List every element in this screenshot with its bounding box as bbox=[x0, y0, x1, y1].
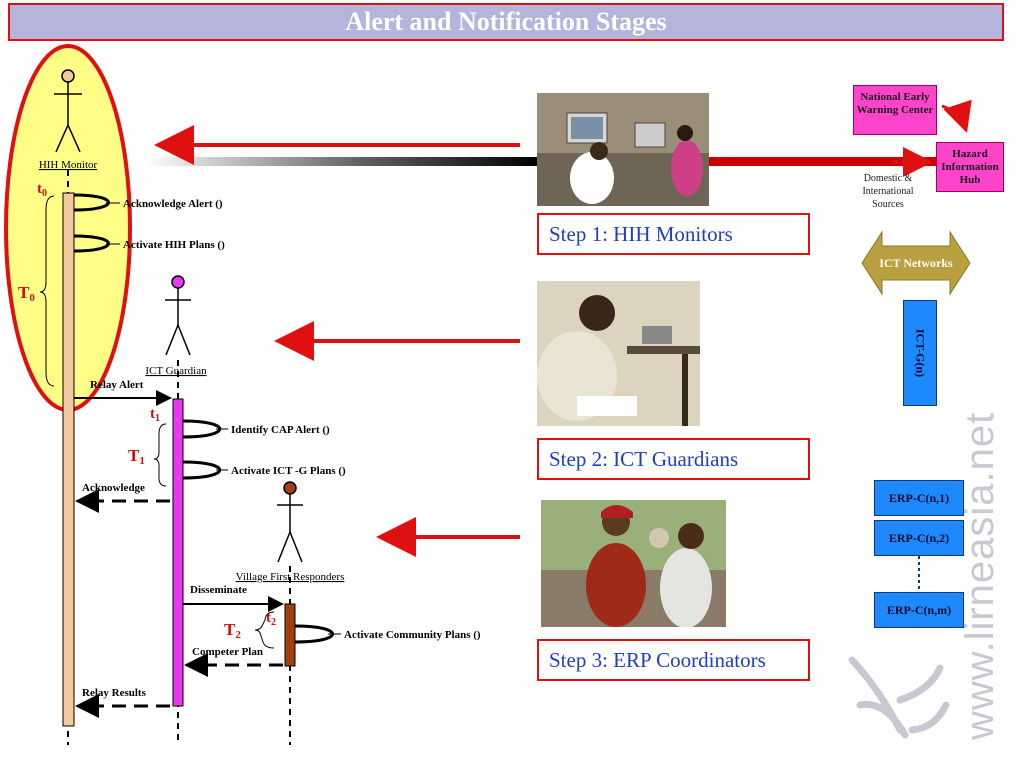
photo-ict-guardians bbox=[537, 281, 700, 426]
photo-ict-guardians-illustration bbox=[537, 281, 700, 426]
step3-box: Step 3: ERP Coordinators bbox=[537, 639, 810, 681]
brace-T0 bbox=[39, 195, 55, 387]
erp-label-2: ERP-C(n,2) bbox=[888, 531, 950, 545]
erp-box-m: ERP-C(n,m) bbox=[874, 592, 964, 628]
hazard-hub-label: Hazard Information Hub bbox=[941, 148, 999, 186]
self-loop-ictg bbox=[182, 460, 221, 480]
msg-relay-alert: Relay Alert bbox=[90, 379, 144, 391]
msg-activate-hih-plans: Activate HIH Plans () bbox=[123, 239, 225, 251]
national-early-warning-box: National Early Warning Center bbox=[853, 85, 937, 135]
self-loop-community bbox=[294, 624, 334, 644]
msg-acknowledge-alert: Acknowledge Alert () bbox=[123, 198, 223, 210]
connector-bar bbox=[145, 157, 540, 166]
step2-label: Step 2: ICT Guardians bbox=[549, 447, 739, 471]
step1-label: Step 1: HIH Monitors bbox=[549, 222, 733, 246]
label-t1: t1 bbox=[150, 406, 160, 424]
ict-activation bbox=[172, 398, 184, 707]
hih-activation bbox=[62, 192, 75, 727]
erp-box-2: ERP-C(n,2) bbox=[874, 520, 964, 556]
msg-disseminate: Disseminate bbox=[190, 584, 247, 596]
ict-guardian-label: ICT Guardian bbox=[145, 365, 207, 377]
label-T0: T0 bbox=[18, 283, 35, 304]
photo-erp-coordinators bbox=[541, 500, 726, 627]
ict-guardian-actor bbox=[165, 275, 191, 356]
msg-identify-cap: Identify CAP Alert () bbox=[231, 424, 330, 436]
nwc-to-hub-arrow bbox=[941, 99, 972, 133]
ict-g-box: ICT-G(n) bbox=[903, 300, 937, 406]
erp-label-m: ERP-C(n,m) bbox=[886, 603, 952, 617]
ict-networks-arrow bbox=[861, 230, 971, 296]
watermark: www.lirneasia.net bbox=[958, 411, 1002, 740]
step1-box: Step 1: HIH Monitors bbox=[537, 213, 810, 255]
msg-activate-community: Activate Community Plans () bbox=[344, 629, 481, 641]
ict-g-label: ICT-G(n) bbox=[913, 328, 928, 378]
label-t0: t0 bbox=[37, 181, 47, 199]
msg-competer-plan: Competer Plan bbox=[192, 646, 263, 658]
lirneasia-logo-icon bbox=[848, 656, 950, 739]
photo-hih-monitors bbox=[537, 93, 709, 206]
msg-relay-results: Relay Results bbox=[82, 687, 147, 699]
msg-acknowledge: Acknowledge bbox=[82, 482, 145, 494]
label-T2: T2 bbox=[224, 620, 241, 641]
photo-hih-monitors-illustration bbox=[537, 93, 709, 206]
step3-label: Step 3: ERP Coordinators bbox=[549, 648, 766, 672]
self-loop-cap bbox=[182, 419, 221, 439]
brace-T2 bbox=[254, 611, 275, 649]
connector-bar-red bbox=[708, 157, 938, 166]
msg-activate-ictg: Activate ICT -G Plans () bbox=[231, 465, 346, 477]
vfr-activation bbox=[284, 603, 296, 667]
erp-label-1: ERP-C(n,1) bbox=[888, 491, 950, 505]
hih-monitor-label: HIH Monitor bbox=[39, 159, 98, 171]
brace-T1 bbox=[153, 423, 167, 487]
vfr-actor bbox=[277, 481, 303, 563]
label-T1: T1 bbox=[128, 446, 145, 467]
hazard-hub-box: Hazard Information Hub bbox=[936, 142, 1004, 192]
page-title: Alert and Notification Stages bbox=[8, 3, 1004, 41]
ict-networks-label: ICT Networks bbox=[879, 256, 953, 270]
step2-box: Step 2: ICT Guardians bbox=[537, 438, 810, 480]
erp-box-1: ERP-C(n,1) bbox=[874, 480, 964, 516]
label-t2: t2 bbox=[266, 610, 276, 628]
photo-erp-coordinators-illustration bbox=[541, 500, 726, 627]
hih-monitor-actor bbox=[54, 69, 82, 153]
sources-label: Domestic & International Sources bbox=[862, 173, 914, 210]
national-early-warning-label: National Early Warning Center bbox=[856, 91, 934, 116]
